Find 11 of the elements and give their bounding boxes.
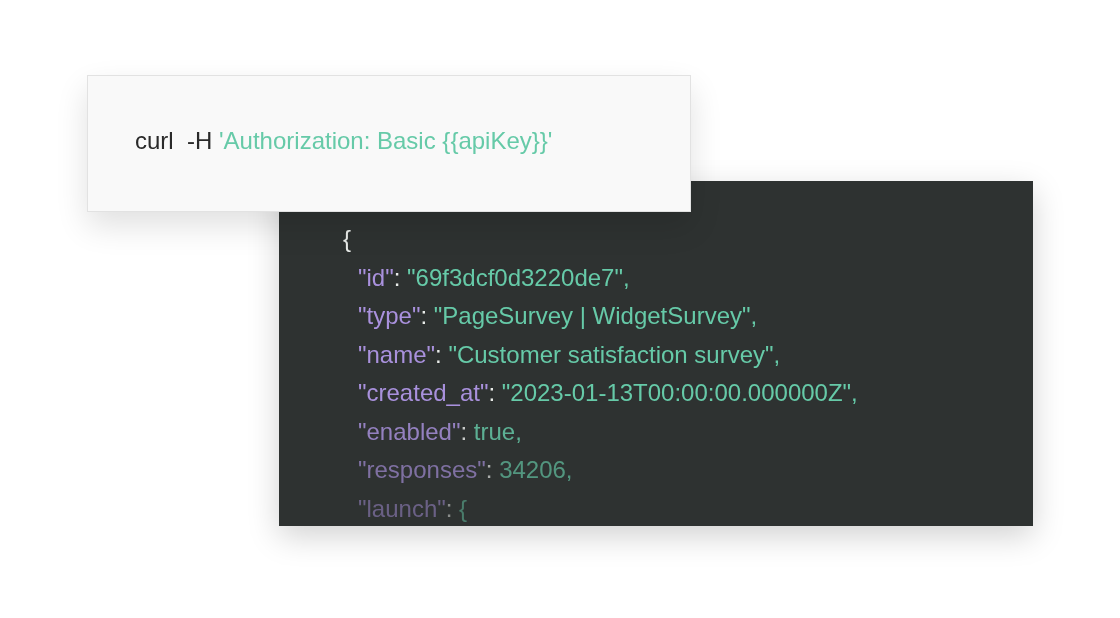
code-line: { [343, 224, 351, 254]
code-line: "launch": { [358, 493, 468, 524]
code-line: "responses": 34206, [358, 455, 573, 485]
request-card [87, 75, 691, 212]
code-line: "created_at": "2023-01-13T00:00:00.000000Z", [358, 378, 858, 408]
code-line: "type": "PageSurvey | WidgetSurvey", [358, 301, 758, 331]
code-line: "enabled": true, [358, 416, 522, 447]
code-line: "id": "69f3dcf0d3220de7", [358, 262, 630, 293]
code-line: curl -H 'Authorization: Basic {{apiKey}}' [135, 126, 553, 156]
code-line: "name": "Customer satisfaction survey", [358, 339, 781, 370]
response-card [279, 181, 1033, 526]
